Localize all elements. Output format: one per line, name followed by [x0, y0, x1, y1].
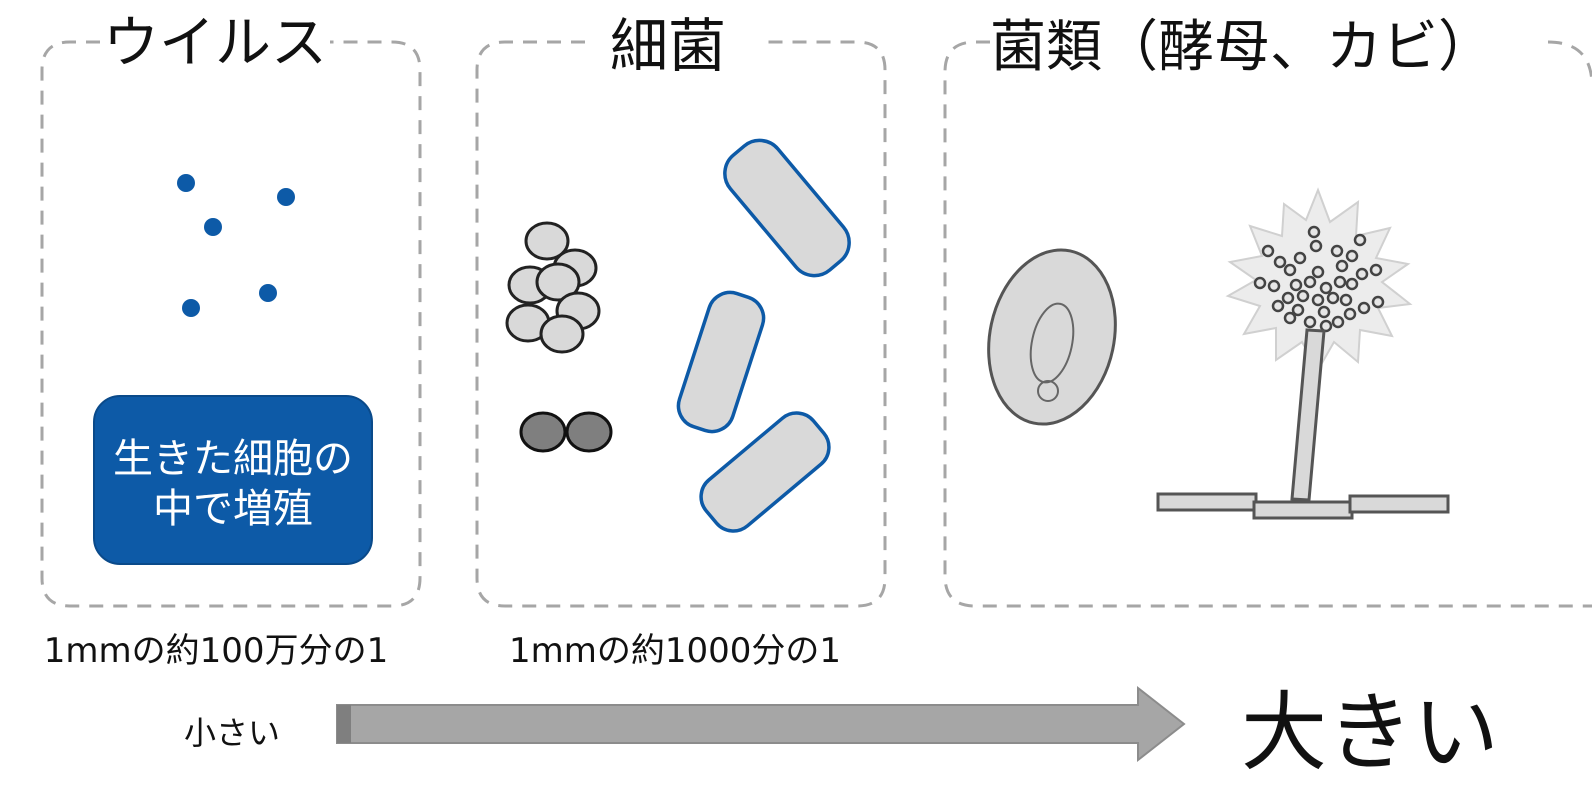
spore: [1253, 276, 1267, 290]
virus-particle: [204, 218, 222, 236]
virus-particle: [182, 299, 200, 317]
scale-large-label: 大きい: [1241, 683, 1499, 783]
spore: [1371, 295, 1385, 309]
hypha-segment: [1156, 492, 1258, 512]
hypha-segment: [1252, 500, 1354, 520]
spore: [1333, 275, 1347, 289]
spore: [1271, 299, 1285, 313]
spore: [1339, 293, 1353, 307]
yeast-cell-wall: [987, 248, 1117, 426]
bacilli: [676, 138, 851, 533]
bacillus-cell: [723, 138, 851, 278]
fungi-panel-border: [943, 40, 1592, 608]
spore: [1369, 263, 1383, 277]
spore: [1307, 225, 1321, 239]
virus-particle: [177, 174, 195, 192]
spore: [1311, 293, 1325, 307]
hypha-segment: [1348, 494, 1450, 514]
spore: [1303, 275, 1317, 289]
spore: [1357, 301, 1371, 315]
cocci-cluster: [505, 221, 601, 354]
virus-note-box: [93, 395, 373, 565]
spore: [1283, 263, 1297, 277]
spore: [1353, 233, 1367, 247]
spore: [1311, 265, 1325, 279]
coccus-cell: [539, 314, 585, 354]
spore: [1317, 305, 1331, 319]
virus-particles: [177, 174, 295, 317]
mold-spores: [1253, 225, 1385, 333]
diplococcus-cell: [519, 411, 567, 453]
virus-note-line2: 中で増殖: [153, 486, 313, 532]
bacteria-panel: 細菌: [475, 12, 887, 608]
spore: [1261, 244, 1275, 258]
spore: [1355, 267, 1369, 281]
scale-arrow: [336, 685, 1186, 763]
virus-size-label: 1mmの約100万分の1: [44, 631, 388, 671]
mold: [1156, 187, 1450, 520]
spore: [1273, 255, 1287, 269]
yeast-bud-scar: [1037, 380, 1059, 402]
bacteria-title: 細菌: [610, 12, 726, 80]
virus-particle: [277, 188, 295, 206]
spore: [1291, 303, 1305, 317]
spore: [1345, 249, 1359, 263]
spore: [1309, 239, 1323, 253]
spore: [1345, 277, 1359, 291]
spore: [1281, 291, 1295, 305]
spore: [1267, 279, 1281, 293]
spore: [1283, 311, 1297, 325]
spore: [1331, 315, 1345, 329]
spore: [1319, 281, 1333, 295]
virus-panel-border: [40, 40, 422, 608]
size-scale: 小さい 大きい: [184, 683, 1499, 783]
scale-small-label: 小さい: [184, 714, 280, 752]
fungi-title: 菌類（酵母、カビ）: [990, 15, 1494, 80]
spore: [1296, 289, 1310, 303]
virus-particle: [259, 284, 277, 302]
coccus-cell: [524, 221, 570, 261]
virus-panel: ウイルス 生きた細胞の 中で増殖: [40, 11, 422, 608]
diplococcus-cell: [565, 411, 613, 453]
scale-arrow-tail: [337, 705, 351, 743]
spore: [1319, 319, 1333, 333]
bacillus-cell: [699, 411, 831, 533]
bacteria-size-label: 1mmの約1000分の1: [509, 631, 841, 671]
yeast-cell: [987, 248, 1117, 426]
spore: [1326, 291, 1340, 305]
mold-stalk: [1290, 328, 1326, 502]
fungi-panel: 菌類（酵母、カビ）: [943, 15, 1592, 608]
virus-note-line1: 生きた細胞の: [113, 436, 353, 482]
spore: [1343, 307, 1357, 321]
spore: [1293, 251, 1307, 265]
bacillus-cell: [676, 290, 766, 434]
spore: [1335, 259, 1349, 273]
spore: [1289, 278, 1303, 292]
mold-hyphae: [1156, 492, 1450, 520]
diplococcus: [519, 411, 613, 453]
virus-title: ウイルス: [103, 11, 327, 76]
spore: [1330, 244, 1344, 258]
spore: [1303, 315, 1317, 329]
coccus-cell: [535, 262, 581, 302]
